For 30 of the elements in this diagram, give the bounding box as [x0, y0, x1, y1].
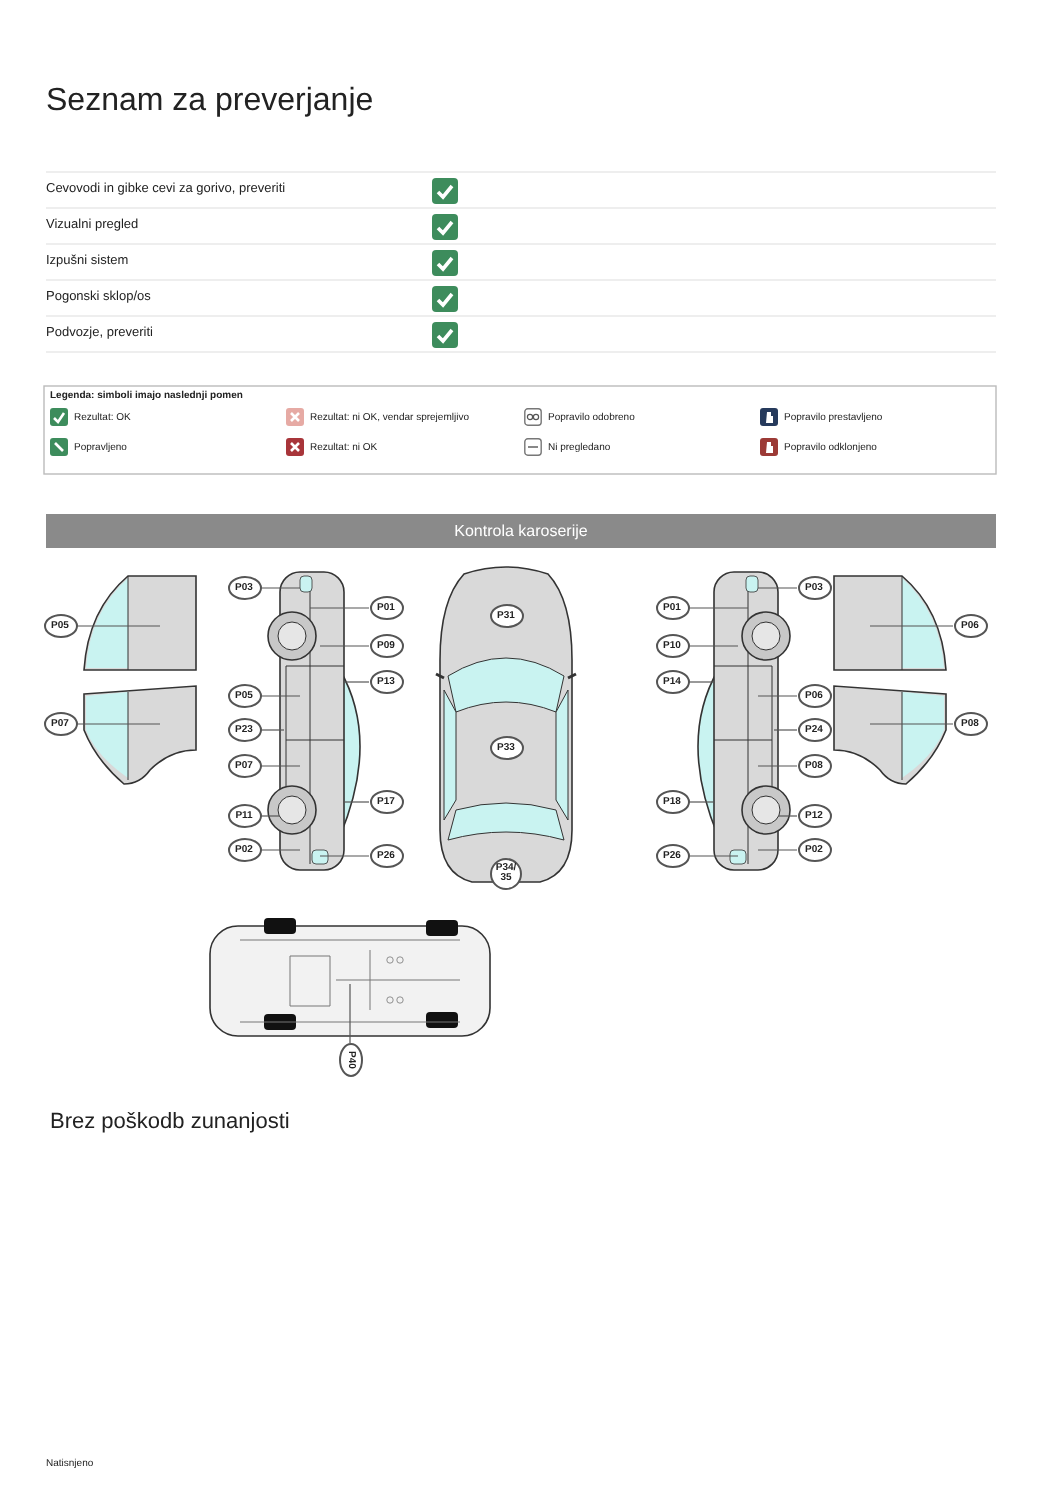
leader-line: [260, 765, 301, 767]
leader-line: [343, 681, 370, 683]
leader-line: [869, 625, 954, 627]
leader-line: [260, 587, 301, 589]
leader-line: [349, 983, 351, 1044]
page-title: Seznam za preverjanje: [46, 84, 374, 120]
section-heading: Brez poškodb zunanjosti: [50, 1110, 290, 1134]
leader-line: [688, 855, 739, 857]
leader-line: [757, 849, 798, 851]
section-band: Kontrola karoserije: [46, 514, 996, 548]
leader-line: [260, 849, 301, 851]
leader-line: [688, 645, 739, 647]
leader-line: [869, 723, 954, 725]
leader-line: [343, 801, 370, 803]
leader-line: [757, 695, 798, 697]
leader-line: [260, 695, 301, 697]
leader-line: [309, 607, 370, 609]
leader-line: [757, 587, 798, 589]
leader-line: [688, 607, 749, 609]
leader-line: [688, 801, 715, 803]
leader-line: [260, 815, 281, 817]
leader-line: [319, 645, 370, 647]
leader-line: [319, 855, 370, 857]
leader-line: [76, 625, 161, 627]
leader-line: [76, 723, 161, 725]
leader-line: [688, 681, 715, 683]
leader-line: [260, 729, 285, 731]
leader-line: [777, 815, 798, 817]
leader-line: [773, 729, 798, 731]
leader-line: [757, 765, 798, 767]
